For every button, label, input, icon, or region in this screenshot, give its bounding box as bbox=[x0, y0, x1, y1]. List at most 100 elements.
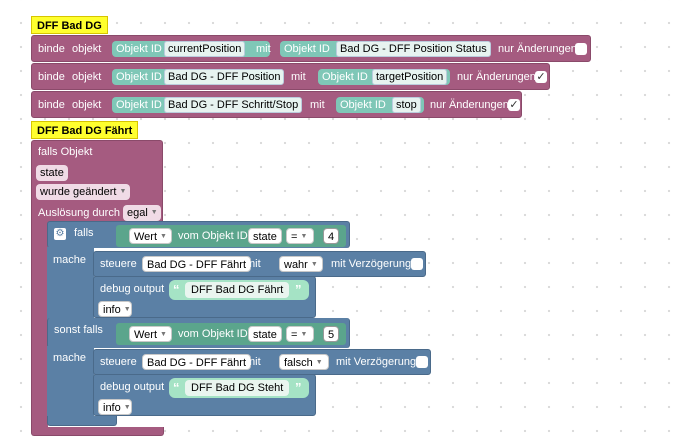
level-dropdown[interactable]: info▼ bbox=[98, 399, 132, 415]
bind-block-3[interactable]: binde objekt Objekt ID Bad DG - DFF Schr… bbox=[31, 91, 522, 118]
bind-block-1[interactable]: binde objekt Objekt ID currentPosition m… bbox=[31, 35, 591, 62]
objid-value: currentPosition bbox=[164, 41, 246, 57]
level-value: info bbox=[103, 402, 121, 414]
only-changes-checkbox[interactable] bbox=[575, 43, 587, 55]
objid-label: Objekt ID bbox=[284, 43, 330, 55]
only-changes-checkbox[interactable]: ✓ bbox=[508, 99, 520, 111]
condition-1[interactable]: Wert▼ vom Objekt ID state =▼ 4 bbox=[116, 225, 346, 247]
dropdown-arrow-icon: ▼ bbox=[160, 233, 167, 241]
bool-dropdown-1[interactable]: wahr▼ bbox=[279, 256, 323, 272]
objekt-label: objekt bbox=[72, 99, 102, 111]
state-field[interactable]: state bbox=[36, 165, 68, 181]
debug-label: debug output bbox=[100, 381, 165, 393]
trigger-rail bbox=[31, 225, 48, 430]
vom-objekt-label: vom Objekt ID bbox=[178, 328, 248, 340]
eq-dropdown[interactable]: =▼ bbox=[286, 326, 314, 342]
event-dropdown[interactable]: wurde geändert▼ bbox=[36, 184, 130, 200]
trigger-block-bottom bbox=[31, 427, 164, 436]
objid-source-1[interactable]: Objekt ID currentPosition bbox=[112, 41, 270, 57]
mache-label-1: mache bbox=[53, 254, 87, 266]
dropdown-arrow-icon: ▼ bbox=[160, 331, 167, 339]
steuere-block-2[interactable]: steuere Bad DG - DFF Fährt mit falsch▼ m… bbox=[93, 349, 431, 375]
wert-dropdown[interactable]: Wert▼ bbox=[129, 228, 172, 244]
dropdown-arrow-icon: ▼ bbox=[123, 306, 131, 314]
bool-value: falsch bbox=[284, 357, 313, 369]
if-block-bottom bbox=[47, 416, 117, 426]
delay-label: mit Verzögerung bbox=[336, 356, 417, 368]
mit-label: mit bbox=[246, 356, 261, 368]
dropdown-arrow-icon: ▼ bbox=[310, 261, 318, 269]
if-rail-2 bbox=[47, 346, 94, 418]
objid-value: Bad DG - DFF Position bbox=[164, 69, 285, 85]
bool-dropdown-2[interactable]: falsch▼ bbox=[279, 354, 329, 370]
objid-target-1[interactable]: Objekt ID Bad DG - DFF Position Status bbox=[280, 41, 491, 57]
message-text[interactable]: DFF Bad DG Fährt bbox=[185, 282, 290, 298]
steuere-label: steuere bbox=[100, 258, 137, 270]
objid-label: Objekt ID bbox=[116, 71, 162, 83]
falls-label: falls bbox=[74, 227, 94, 239]
mit-label: mit bbox=[291, 71, 306, 83]
dropdown-arrow-icon: ▼ bbox=[300, 233, 308, 241]
wert-dropdown[interactable]: Wert▼ bbox=[129, 326, 172, 342]
wert-value: Wert bbox=[134, 231, 158, 243]
state-field[interactable]: state bbox=[248, 228, 282, 244]
trigger-title: falls Objekt bbox=[38, 146, 93, 158]
trigger-block[interactable]: falls Objekt state wurde geändert▼ Auslö… bbox=[31, 140, 163, 226]
level-dropdown[interactable]: info▼ bbox=[98, 301, 132, 317]
bind-label: binde bbox=[38, 43, 65, 55]
steuere-label: steuere bbox=[100, 356, 137, 368]
condition-2[interactable]: Wert▼ vom Objekt ID state =▼ 5 bbox=[116, 323, 346, 345]
quote-icon: “ bbox=[173, 282, 180, 297]
only-changes-label: nur Änderungen bbox=[457, 71, 536, 83]
vom-objekt-label: vom Objekt ID bbox=[178, 230, 248, 242]
sonst-falls-label: sonst falls bbox=[54, 324, 103, 336]
steuere-block-1[interactable]: steuere Bad DG - DFF Fährt mit wahr▼ mit… bbox=[93, 251, 426, 277]
objekt-label: objekt bbox=[72, 43, 102, 55]
comment-dff-bad-dg[interactable]: DFF Bad DG bbox=[31, 16, 108, 34]
delay-checkbox[interactable] bbox=[411, 258, 423, 270]
objid-value: Bad DG - DFF Schritt/Stop bbox=[164, 97, 303, 113]
value-input-1[interactable]: 4 bbox=[323, 228, 340, 244]
eq-dropdown[interactable]: =▼ bbox=[286, 228, 314, 244]
delay-checkbox[interactable] bbox=[416, 356, 428, 368]
objid-source-3[interactable]: Objekt ID Bad DG - DFF Schritt/Stop bbox=[112, 97, 303, 113]
objid-value: targetPosition bbox=[372, 69, 448, 85]
objid-target-3[interactable]: Objekt ID stop bbox=[336, 97, 424, 113]
steuere-target[interactable]: Bad DG - DFF Fährt bbox=[142, 256, 252, 272]
mit-label: mit bbox=[256, 43, 271, 55]
steuere-target[interactable]: Bad DG - DFF Fährt bbox=[142, 354, 252, 370]
only-changes-label: nur Änderungen bbox=[498, 43, 577, 55]
objid-source-2[interactable]: Objekt ID Bad DG - DFF Position bbox=[112, 69, 285, 85]
objid-target-2[interactable]: Objekt ID targetPosition bbox=[318, 69, 450, 85]
trigger-value: egal bbox=[127, 207, 148, 219]
mit-label: mit bbox=[310, 99, 325, 111]
wert-value: Wert bbox=[134, 329, 158, 341]
objid-label: Objekt ID bbox=[116, 99, 162, 111]
value-input-2[interactable]: 5 bbox=[323, 326, 340, 342]
objid-value: stop bbox=[392, 97, 421, 113]
eq-value: = bbox=[291, 231, 298, 243]
gear-icon[interactable]: ⚙ bbox=[54, 228, 66, 240]
event-value: wurde geändert bbox=[40, 186, 117, 198]
objid-label: Objekt ID bbox=[322, 71, 368, 83]
debug-block-1[interactable]: debug output “ DFF Bad DG Fährt ” info▼ bbox=[93, 276, 316, 318]
string-block-2[interactable]: “ DFF Bad DG Steht ” bbox=[169, 378, 309, 398]
dropdown-arrow-icon: ▼ bbox=[315, 359, 323, 367]
state-field[interactable]: state bbox=[248, 326, 282, 342]
only-changes-checkbox[interactable]: ✓ bbox=[535, 71, 547, 83]
debug-label: debug output bbox=[100, 283, 165, 295]
mit-label: mit bbox=[246, 258, 261, 270]
trigger-dropdown[interactable]: egal▼ bbox=[123, 205, 161, 221]
bind-label: binde bbox=[38, 71, 65, 83]
quote-icon: ” bbox=[295, 380, 302, 395]
comment-dff-bad-dg-faehrt[interactable]: DFF Bad DG Fährt bbox=[31, 121, 139, 139]
eq-value: = bbox=[291, 329, 298, 341]
string-block-1[interactable]: “ DFF Bad DG Fährt ” bbox=[169, 280, 309, 300]
dropdown-arrow-icon: ▼ bbox=[119, 188, 127, 196]
bool-value: wahr bbox=[284, 259, 308, 271]
bind-block-2[interactable]: binde objekt Objekt ID Bad DG - DFF Posi… bbox=[31, 63, 550, 90]
objid-label: Objekt ID bbox=[116, 43, 162, 55]
message-text[interactable]: DFF Bad DG Steht bbox=[185, 380, 290, 396]
debug-block-2[interactable]: debug output “ DFF Bad DG Steht ” info▼ bbox=[93, 374, 316, 416]
objid-label: Objekt ID bbox=[340, 99, 386, 111]
